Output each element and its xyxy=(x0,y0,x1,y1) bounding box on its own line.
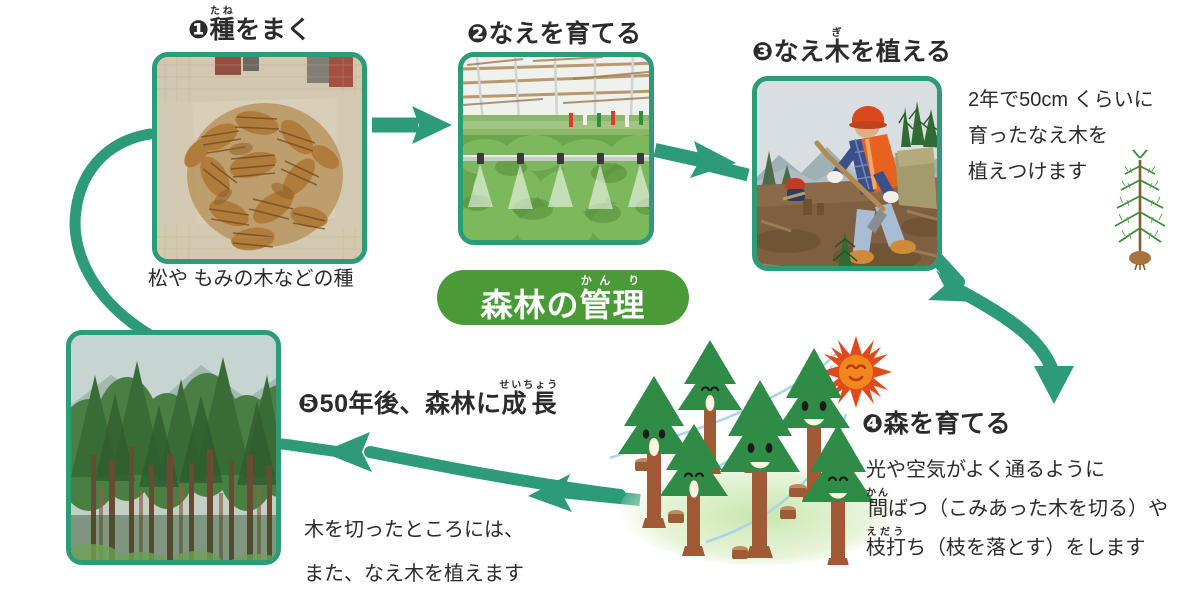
caption-step5-line2: また、なえ木を植えます xyxy=(304,563,524,585)
caption-step4-line3-ruby: 枝打えだう xyxy=(866,527,906,560)
cartoon-tree xyxy=(660,424,728,556)
photo-step5-image xyxy=(71,335,276,560)
step2-heading-text: なえを育てる xyxy=(488,20,642,48)
step4-number: ❹ xyxy=(862,410,884,438)
caption-step4-line1: 光や空気がよく通るように xyxy=(866,459,1105,481)
step1-number: ❶ xyxy=(188,16,210,44)
arrow-step5-to-step1-loop xyxy=(69,128,156,341)
heading-step3: ❸なえ木ぎを植える xyxy=(752,28,951,68)
caption-step1: 松や もみの木などの種 xyxy=(148,268,354,290)
caption-step3-line3: 植えつけます xyxy=(968,161,1088,183)
caption-step3: 2年で50cm くらいに 育ったなえ木を 植えつけます xyxy=(968,82,1154,190)
photo-step1-image xyxy=(157,57,362,259)
arrow-step1-to-step2 xyxy=(372,106,452,144)
caption-step3-line2: 育ったなえ木を xyxy=(968,125,1108,147)
forest-illustration-step4 xyxy=(610,336,900,565)
arrow-step3-to-step4 xyxy=(923,245,1074,404)
center-title-ruby: 管理かん り xyxy=(579,274,646,323)
caption-step4-line2-ruby: 間かん xyxy=(866,488,890,521)
caption-step5: 木を切ったところには、 また、なえ木を植えます xyxy=(304,508,524,596)
photo-step3-planting xyxy=(752,76,942,271)
center-title-pill: 森林の管理かん り xyxy=(437,270,689,325)
step5-heading-ruby: 成長せいちょう xyxy=(499,380,560,419)
caption-step3-line1: 2年で50cm くらいに xyxy=(968,89,1154,111)
arrow-step2-to-step3 xyxy=(653,141,750,182)
cartoon-tree xyxy=(720,380,800,558)
heading-step4: ❹森を育てる xyxy=(862,404,1011,440)
heading-step2: ❷なえを育てる xyxy=(467,14,642,50)
heading-step5: ❺50年後、森林に成長せいちょう xyxy=(298,380,559,420)
step1-heading-ruby: 種たね xyxy=(209,6,236,45)
step1-heading-rest: をまく xyxy=(235,16,312,44)
caption-step5-line1: 木を切ったところには、 xyxy=(304,519,524,541)
photo-step3-image xyxy=(757,81,937,266)
photo-step1-seeds xyxy=(152,52,367,264)
step3-heading-ruby: 木ぎ xyxy=(824,28,851,67)
caption-step4-line3: 枝打えだうち（枝を落とす）をします xyxy=(866,527,1146,560)
step2-number: ❷ xyxy=(467,20,489,48)
center-title-text: 森林の管理かん り xyxy=(480,274,646,323)
caption-step4-line2: 間かんばつ（こみあった木を切る）や xyxy=(866,488,1168,521)
step3-heading-rest: を植える xyxy=(850,38,952,66)
step5-heading-pre: 50年後、森林に xyxy=(319,390,502,418)
photo-step5-mature-forest xyxy=(66,330,281,565)
step3-number: ❸ xyxy=(752,38,774,66)
heading-step1: ❶種たねをまく xyxy=(188,6,312,46)
sapling-illustration xyxy=(1114,149,1166,270)
photo-step2-image xyxy=(463,57,649,240)
caption-step4: 光や空気がよく通るように 間かんばつ（こみあった木を切る）や 枝打えだうち（枝を… xyxy=(866,452,1168,566)
step5-number: ❺ xyxy=(298,390,320,418)
cartoon-tree xyxy=(802,424,874,565)
photo-step2-nursery xyxy=(458,52,654,245)
step4-heading-text: 森を育てる xyxy=(883,410,1012,438)
cartoon-tree xyxy=(618,376,690,528)
step3-heading-pre: なえ xyxy=(773,38,825,66)
